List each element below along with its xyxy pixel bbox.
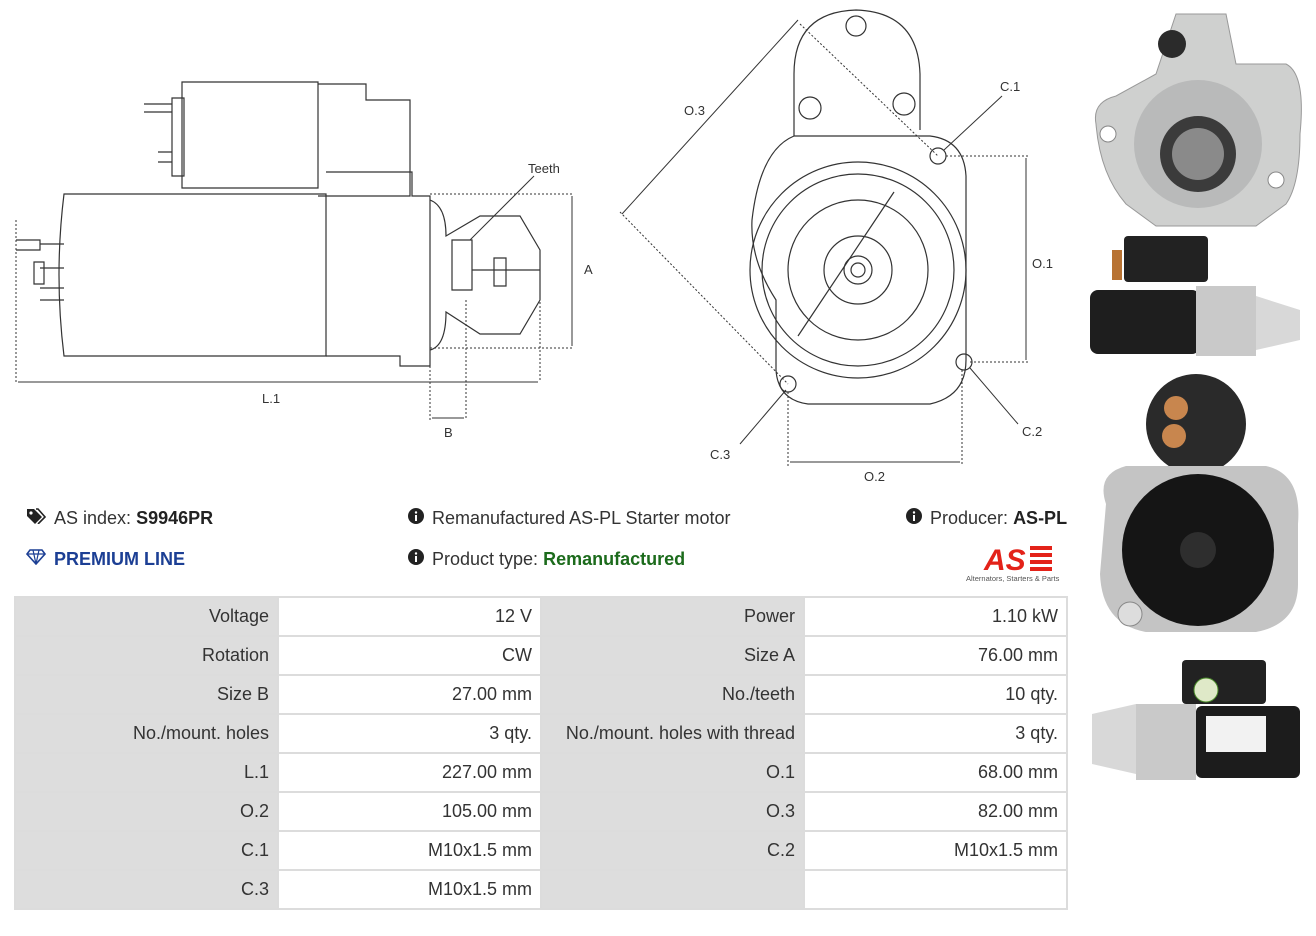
table-row: C.3 M10x1.5 mm bbox=[16, 871, 1066, 908]
table-row: O.2 105.00 mm O.3 82.00 mm bbox=[16, 793, 1066, 830]
spec-key: Size B bbox=[16, 676, 278, 713]
dim-c1-label: C.1 bbox=[1000, 79, 1020, 94]
spec-key: Size A bbox=[541, 637, 804, 674]
teeth-label: Teeth bbox=[528, 161, 560, 176]
spec-value: 1.10 kW bbox=[805, 598, 1066, 635]
spec-key bbox=[541, 871, 804, 908]
spec-value: 68.00 mm bbox=[805, 754, 1066, 791]
spec-key: Power bbox=[541, 598, 804, 635]
dim-o3-label: O.3 bbox=[684, 103, 705, 118]
as-pl-logo: AS Alternators, Starters & Parts bbox=[966, 544, 1060, 583]
table-row: C.1 M10x1.5 mm C.2 M10x1.5 mm bbox=[16, 832, 1066, 869]
product-type-label: Product type: bbox=[432, 549, 539, 569]
dim-a-label: A bbox=[584, 262, 593, 277]
info-icon bbox=[408, 549, 424, 570]
spec-value: 27.00 mm bbox=[279, 676, 540, 713]
spec-value: 10 qty. bbox=[805, 676, 1066, 713]
spec-value: 227.00 mm bbox=[279, 754, 540, 791]
photo-rear-view bbox=[1100, 374, 1299, 632]
photo-side-view bbox=[1090, 236, 1300, 356]
as-index-row: AS index: S9946PR bbox=[26, 508, 213, 529]
premium-line-label: PREMIUM LINE bbox=[54, 549, 186, 569]
premium-row: PREMIUM LINE bbox=[25, 549, 186, 570]
spec-key: O.2 bbox=[16, 793, 278, 830]
dim-o2-label: O.2 bbox=[864, 469, 885, 484]
dim-b-label: B bbox=[444, 425, 453, 440]
dim-c2-label: C.2 bbox=[1022, 424, 1042, 439]
as-index-value: S9946PR bbox=[136, 508, 214, 528]
spec-key: C.3 bbox=[16, 871, 278, 908]
product-description: Remanufactured AS-PL Starter motor bbox=[432, 508, 731, 528]
spec-key: No./teeth bbox=[541, 676, 804, 713]
photo-front-view bbox=[1094, 13, 1302, 227]
as-index-label: AS index: bbox=[54, 508, 132, 528]
spec-key: Rotation bbox=[16, 637, 278, 674]
diamond-icon bbox=[25, 549, 47, 570]
table-row: Size B 27.00 mm No./teeth 10 qty. bbox=[16, 676, 1066, 713]
product-type-row: Product type: Remanufactured bbox=[408, 549, 685, 570]
technical-drawing: A L.1 B Teeth O.3 O.1 O.2 C.1 C.2 C.3 bbox=[15, 9, 1053, 484]
spec-value: CW bbox=[279, 637, 540, 674]
table-row: L.1 227.00 mm O.1 68.00 mm bbox=[16, 754, 1066, 791]
spec-value: 12 V bbox=[279, 598, 540, 635]
spec-value: 3 qty. bbox=[805, 715, 1066, 752]
tags-icon bbox=[26, 508, 47, 529]
photo-labelled-view bbox=[1092, 660, 1300, 780]
spec-value: 3 qty. bbox=[279, 715, 540, 752]
spec-key: L.1 bbox=[16, 754, 278, 791]
spec-key: No./mount. holes bbox=[16, 715, 278, 752]
description-row: Remanufactured AS-PL Starter motor bbox=[408, 508, 730, 529]
product-photos bbox=[1090, 13, 1302, 780]
producer-row: Producer: AS-PL bbox=[906, 508, 1067, 529]
dim-l1-label: L.1 bbox=[262, 391, 280, 406]
specification-table: Voltage 12 V Power 1.10 kW Rotation CW S… bbox=[14, 596, 1068, 910]
product-type-value: Remanufactured bbox=[543, 549, 686, 569]
table-row: Voltage 12 V Power 1.10 kW bbox=[16, 598, 1066, 635]
spec-key: No./mount. holes with thread bbox=[541, 715, 804, 752]
spec-value: M10x1.5 mm bbox=[805, 832, 1066, 869]
spec-value: M10x1.5 mm bbox=[279, 871, 540, 908]
dim-o1-label: O.1 bbox=[1032, 256, 1053, 271]
logo-text: AS bbox=[983, 544, 1026, 577]
table-row: No./mount. holes 3 qty. No./mount. holes… bbox=[16, 715, 1066, 752]
spec-key: O.3 bbox=[541, 793, 804, 830]
spec-value: M10x1.5 mm bbox=[279, 832, 540, 869]
spec-value: 76.00 mm bbox=[805, 637, 1066, 674]
producer-label: Producer: bbox=[930, 508, 1009, 528]
spec-value: 82.00 mm bbox=[805, 793, 1066, 830]
spec-key: O.1 bbox=[541, 754, 804, 791]
dim-c3-label: C.3 bbox=[710, 447, 730, 462]
spec-value: 105.00 mm bbox=[279, 793, 540, 830]
table-row: Rotation CW Size A 76.00 mm bbox=[16, 637, 1066, 674]
spec-key: C.2 bbox=[541, 832, 804, 869]
info-icon bbox=[408, 508, 424, 529]
logo-tagline: Alternators, Starters & Parts bbox=[966, 574, 1060, 583]
spec-key: Voltage bbox=[16, 598, 278, 635]
spec-value bbox=[805, 871, 1066, 908]
info-icon bbox=[906, 508, 922, 529]
spec-key: C.1 bbox=[16, 832, 278, 869]
producer-value: AS-PL bbox=[1013, 508, 1068, 528]
